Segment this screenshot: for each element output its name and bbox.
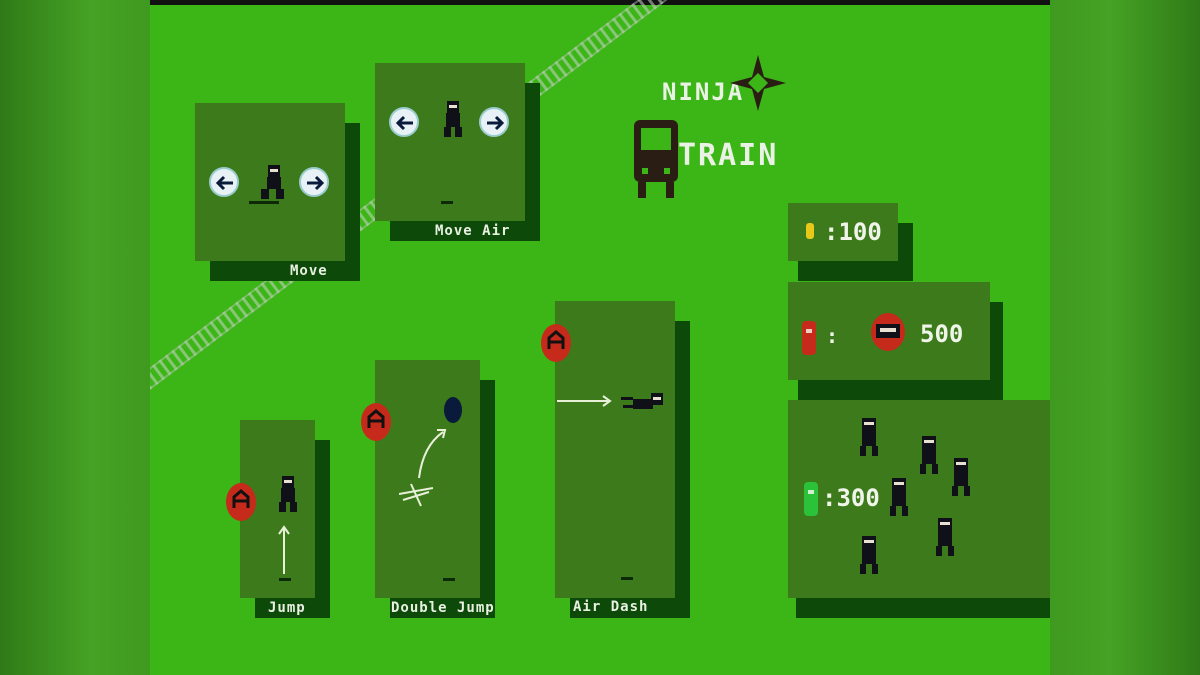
right-arrow-icon xyxy=(557,395,612,407)
shuriken-icon xyxy=(730,55,786,111)
enemy-score: 500 xyxy=(920,320,964,348)
right-arrow-icon xyxy=(479,107,509,137)
enemy-colon: : xyxy=(826,324,839,348)
green-bottle-icon xyxy=(804,482,818,516)
top-bar xyxy=(150,0,1050,5)
bottle-score: :300 xyxy=(822,484,880,512)
coin-icon xyxy=(806,223,814,239)
double-jump-label: Double Jump xyxy=(391,600,495,616)
left-arrow-icon xyxy=(209,167,239,197)
double-jump-arc-icon xyxy=(399,397,462,507)
double-jump-button-icon xyxy=(361,403,391,441)
air-dash-label: Air Dash xyxy=(573,599,649,615)
ninja-crowd-icon xyxy=(860,418,970,574)
logo-train-text: TRAIN xyxy=(678,138,779,173)
air-dash-button-icon xyxy=(541,324,571,362)
enemy-ninja-icon xyxy=(871,313,905,351)
move-label: Move xyxy=(290,263,328,279)
right-arrow-icon xyxy=(299,167,329,197)
ninja-running-icon xyxy=(261,165,284,199)
left-arrow-icon xyxy=(389,107,419,137)
jump-label: Jump xyxy=(268,600,306,616)
right-blur-border xyxy=(1050,0,1200,675)
coin-score: :100 xyxy=(824,218,882,246)
jump-button-icon xyxy=(226,483,256,521)
up-arrow-icon xyxy=(278,525,290,574)
ninja-dash-icon xyxy=(621,393,663,409)
red-bottle-icon xyxy=(802,321,816,355)
ninja-air-icon xyxy=(444,101,462,137)
ninja-jump-icon xyxy=(279,476,297,512)
train-icon xyxy=(634,120,678,198)
move-air-label: Move Air xyxy=(435,223,511,239)
game-screen: NINJA TRAIN Move xyxy=(150,0,1050,675)
logo-ninja-text: NINJA xyxy=(662,78,745,106)
left-blur-border xyxy=(0,0,150,675)
